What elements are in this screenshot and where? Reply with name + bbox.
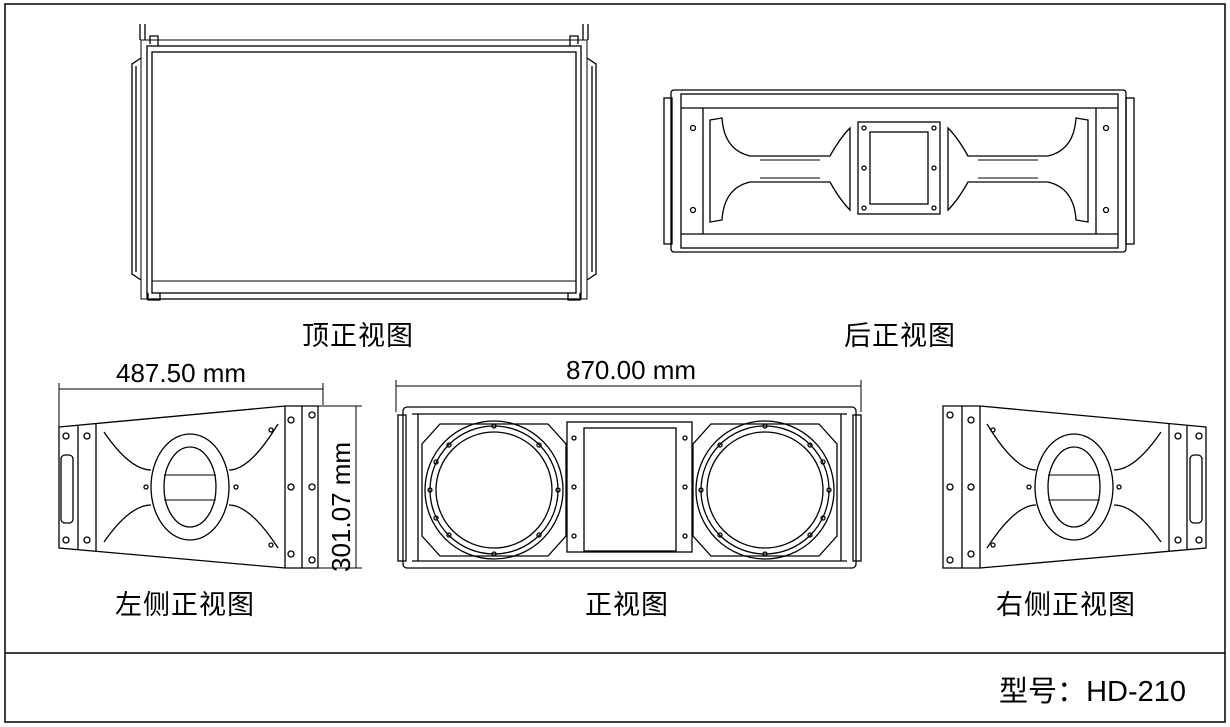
sheet-border: [4, 3, 1226, 723]
depth-dimension: 487.50 mm: [116, 358, 247, 388]
model-label: 型号：: [999, 674, 1087, 708]
top-view-drawing: [131, 24, 597, 301]
left-view-label: 左侧正视图: [115, 590, 255, 621]
model-number: 型号：HD-210: [999, 668, 1186, 710]
front-view-drawing: [397, 406, 862, 569]
dimension-lines: [58, 380, 862, 569]
front-view-label: 正视图: [585, 590, 669, 621]
rear-view-label: 后正视图: [844, 321, 956, 352]
width-dimension: 870.00 mm: [566, 355, 697, 385]
right-side-view-drawing: [942, 405, 1207, 569]
right-view-label: 右侧正视图: [996, 590, 1136, 621]
left-side-view-drawing: [58, 405, 319, 569]
top-view-label: 顶正视图: [302, 321, 414, 352]
model-value: HD-210: [1086, 676, 1186, 708]
rear-view-drawing: [663, 89, 1135, 253]
height-dimension: 301.07 mm: [326, 441, 356, 572]
